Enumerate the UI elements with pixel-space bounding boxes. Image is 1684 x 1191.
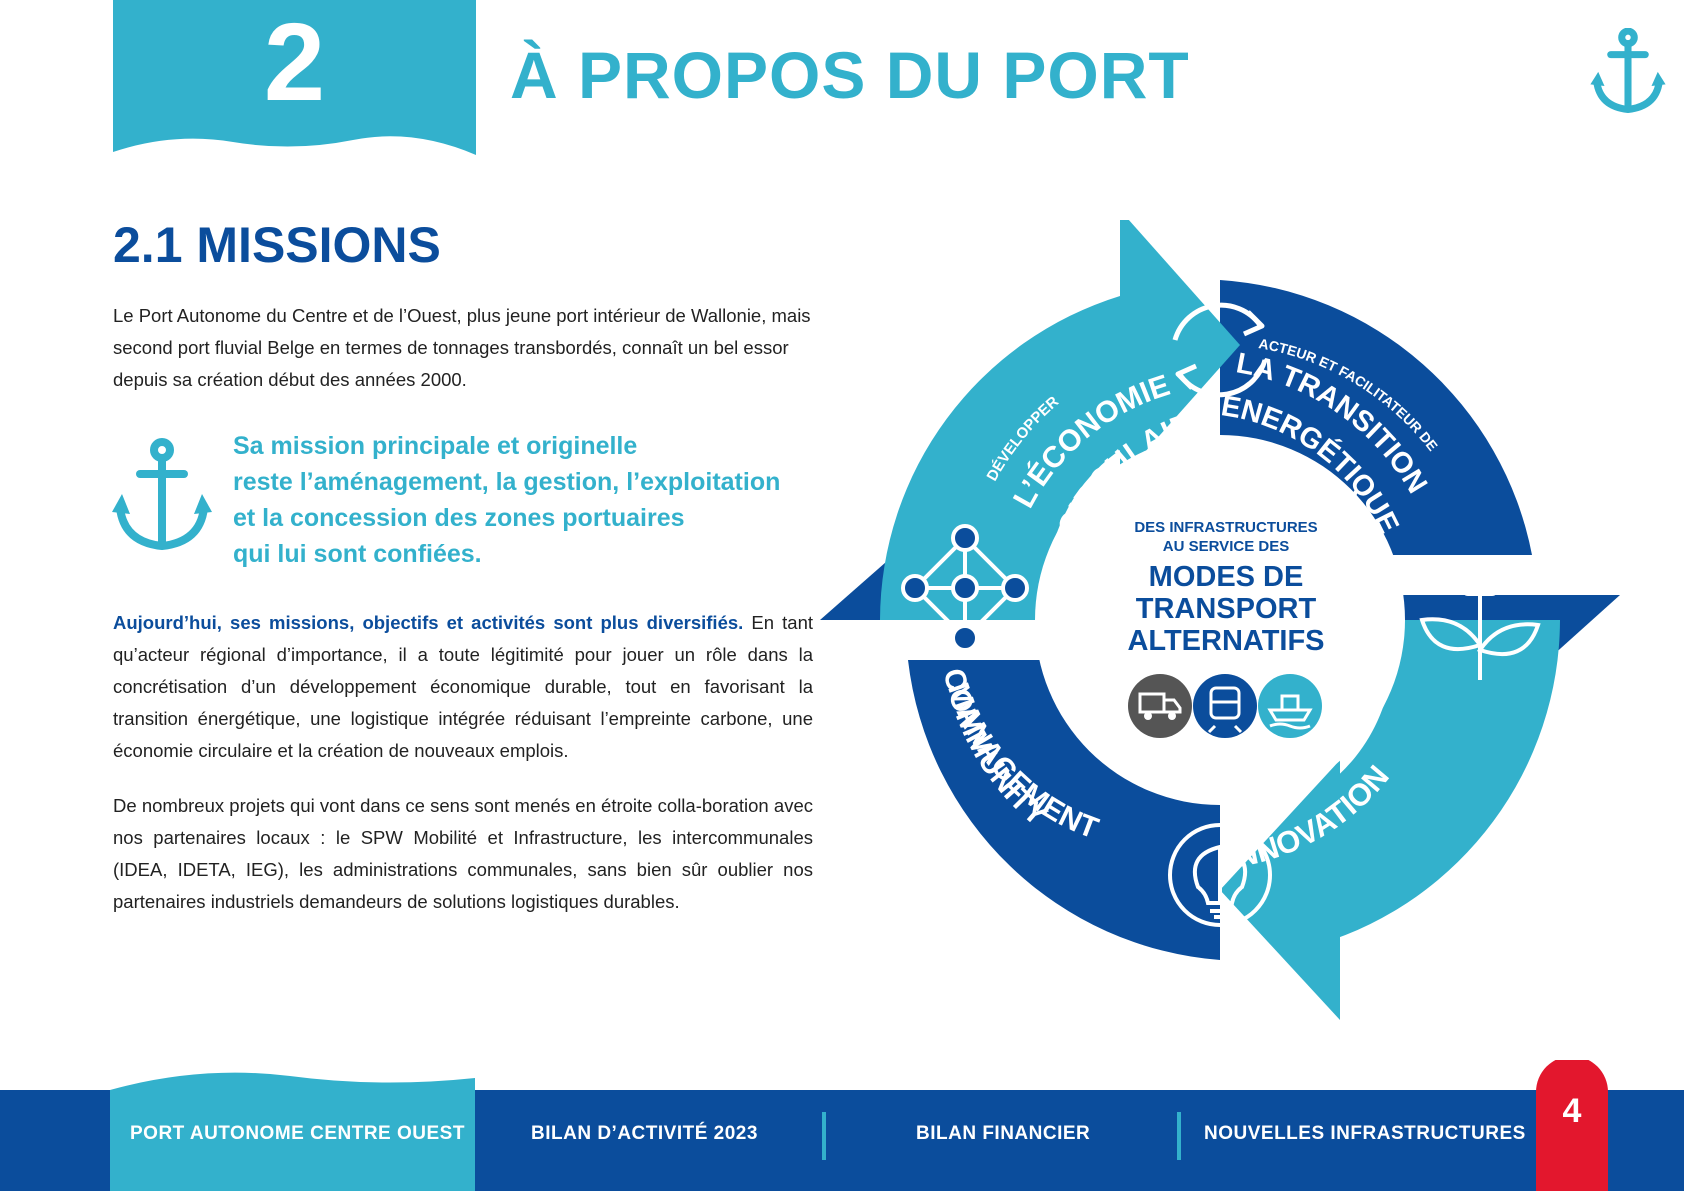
- boat-icon: [1258, 674, 1322, 738]
- missions-text: En tant qu’acteur régional d’importance,…: [113, 612, 813, 761]
- center-big-line2: TRANSPORT: [1136, 593, 1317, 625]
- footer-link-financial[interactable]: BILAN FINANCIER: [916, 1123, 1091, 1144]
- missions-cycle-diagram: DÉVELOPPER L’ÉCONOMIE CIRCULAIRE ACTEUR …: [820, 220, 1620, 1020]
- community-segment: [908, 660, 1220, 960]
- network-people-icon: [901, 524, 1029, 652]
- quote-line: qui lui sont confiées.: [233, 540, 482, 568]
- innovation-segment: [1320, 620, 1560, 944]
- partners-paragraph: De nombreux projets qui vont dans ce sen…: [113, 795, 813, 912]
- center-small-line2: AU SERVICE DES: [1163, 538, 1289, 555]
- missions-paragraph: Aujourd’hui, ses missions, objectifs et …: [113, 607, 813, 767]
- center-small-line1: DES INFRASTRUCTURES: [1134, 519, 1317, 536]
- plug-leaf-icon: [1419, 555, 1541, 680]
- footer-link-port[interactable]: PORT AUTONOME CENTRE OUEST: [130, 1123, 465, 1144]
- missions-lead: Aujourd’hui, ses missions, objectifs et …: [113, 612, 744, 633]
- economy-arrow-head: [1120, 220, 1240, 480]
- train-icon: [1193, 674, 1257, 738]
- mission-quote: Sa mission principale et originelle rest…: [233, 428, 833, 572]
- section-title: 2.1 MISSIONS: [113, 217, 441, 273]
- center-big-line3: ALTERNATIFS: [1127, 625, 1324, 657]
- energy-segment: [1220, 280, 1532, 555]
- footer-bar: [0, 1060, 1684, 1191]
- footer-link-activity[interactable]: BILAN D’ACTIVITÉ 2023: [531, 1123, 758, 1144]
- chapter-tab: [113, 0, 476, 155]
- center-big-line1: MODES DE: [1149, 561, 1304, 593]
- innovation-arrow-head: [1220, 760, 1340, 1020]
- quote-line: reste l’aménagement, la gestion, l’explo…: [233, 468, 781, 496]
- quote-line: et la concession des zones portuaires: [233, 504, 685, 532]
- brain-bulb-icon: [1168, 823, 1272, 927]
- economy-segment: [880, 260, 1120, 620]
- footer-link-infrastructures[interactable]: NOUVELLES INFRASTRUCTURES: [1204, 1123, 1526, 1144]
- chapter-number: 2: [263, 1, 326, 124]
- truck-icon: [1128, 674, 1192, 738]
- page-number: 4: [1562, 1092, 1582, 1130]
- intro-paragraph: Le Port Autonome du Centre et de l’Ouest…: [113, 305, 811, 390]
- quote-line: Sa mission principale et originelle: [233, 432, 638, 460]
- recycle-icon: [1172, 302, 1268, 398]
- anchor-icon: [112, 438, 212, 551]
- anchor-icon: [1590, 28, 1666, 114]
- chapter-title: À PROPOS DU PORT: [510, 38, 1190, 112]
